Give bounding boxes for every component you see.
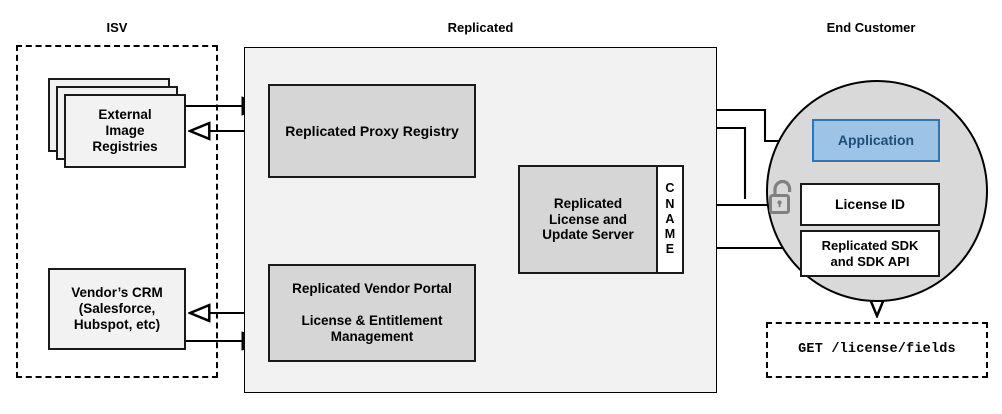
node-label: Application — [837, 132, 915, 149]
cname-letter-a: A — [665, 211, 675, 226]
node-application[interactable]: Application — [812, 119, 940, 162]
node-vendors-crm[interactable]: Vendor’s CRM (Salesforce, Hubspot, etc) — [48, 268, 186, 350]
cname-letter-m: M — [664, 227, 676, 242]
node-replicated-proxy-registry[interactable]: Replicated Proxy Registry — [268, 84, 476, 178]
cname-letter-c: C — [665, 181, 675, 196]
node-license-update-server[interactable]: Replicated License and Update Server — [518, 165, 658, 274]
unlock-icon — [769, 179, 792, 214]
cname-letter-n: N — [665, 196, 675, 211]
node-replicated-sdk[interactable]: Replicated SDK and SDK API — [800, 230, 940, 277]
zone-label-isv: ISV — [106, 20, 128, 35]
api-call-boundary — [766, 322, 988, 378]
node-label: Replicated Vendor Portal License & Entit… — [292, 281, 452, 344]
node-external-image-registries[interactable]: External Image Registries — [64, 94, 186, 168]
node-label: Vendor’s CRM (Salesforce, Hubspot, etc) — [71, 285, 163, 332]
node-label: License ID — [834, 196, 906, 213]
cname-letter-e: E — [665, 242, 675, 257]
node-license-id[interactable]: License ID — [800, 183, 940, 226]
node-replicated-vendor-portal[interactable]: Replicated Vendor Portal License & Entit… — [268, 264, 476, 362]
zone-label-end-customer: End Customer — [826, 20, 916, 35]
node-get-license-fields[interactable]: GET /license/fields — [766, 322, 988, 378]
node-label: Replicated Proxy Registry — [285, 122, 459, 139]
node-label: External Image Registries — [92, 107, 158, 154]
node-label: Replicated License and Update Server — [542, 195, 634, 243]
node-cname-strip[interactable]: C N A M E — [657, 165, 684, 274]
zone-label-replicated: Replicated — [447, 20, 514, 35]
node-label: Replicated SDK and SDK API — [821, 238, 919, 269]
api-call-text: GET /license/fields — [798, 342, 956, 358]
isv-boundary — [16, 45, 218, 378]
